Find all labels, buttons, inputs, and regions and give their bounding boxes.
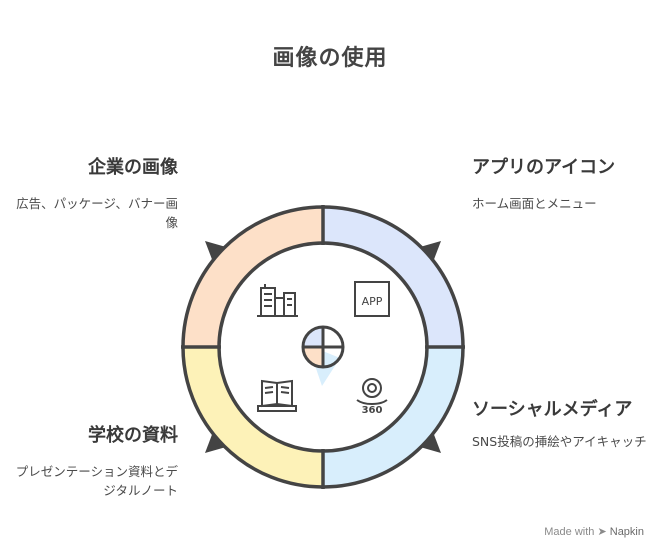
page-title: 画像の使用 — [272, 46, 388, 71]
made-with-text: Made with — [544, 526, 595, 538]
segment-bottom-right — [323, 347, 463, 487]
arrow-bottom-left — [205, 432, 226, 453]
segment-bottom-left — [183, 347, 323, 487]
arrow-top-left — [205, 241, 226, 262]
brand-name: Napkin — [609, 526, 644, 538]
quadrant-description: ホーム画面とメニュー — [472, 196, 597, 211]
segment-top-right — [323, 207, 463, 347]
buildings-icon — [257, 284, 298, 317]
napkin-watermark: Made with ➤ Napkin — [544, 525, 644, 538]
app-icon-label: APP — [362, 295, 383, 308]
label-top-right: アプリのアイコン ホーム画面とメニュー — [472, 156, 652, 213]
label-bottom-left: 学校の資料 プレゼンテーション資料とデジタルノート — [8, 424, 178, 500]
quadrant-description: プレゼンテーション資料とデジタルノート — [15, 464, 178, 498]
napkin-logo-icon: ➤ — [597, 526, 607, 538]
quadrant-heading: 企業の画像 — [88, 157, 178, 178]
quadrant-heading: 学校の資料 — [88, 425, 178, 446]
quadrant-heading: アプリのアイコン — [472, 157, 616, 178]
quadrant-heading: ソーシャルメディア — [472, 399, 633, 420]
360-icon-label: 360 — [362, 405, 383, 416]
label-bottom-right: ソーシャルメディア SNS投稿の挿絵やアイキャッチ — [472, 398, 652, 451]
arrow-bottom-right — [420, 432, 441, 453]
quadrant-description: 広告、パッケージ、バナー画像 — [16, 196, 178, 230]
app-icon: APP — [354, 281, 390, 317]
label-top-left: 企業の画像 広告、パッケージ、バナー画像 — [8, 156, 178, 232]
open-book-icon — [257, 379, 297, 412]
center-crosshair-icon — [301, 325, 345, 386]
arrow-top-right — [420, 241, 441, 262]
quadrant-description: SNS投稿の挿絵やアイキャッチ — [472, 434, 647, 449]
360-view-icon: 360 — [356, 378, 388, 416]
segment-top-left — [183, 207, 323, 347]
